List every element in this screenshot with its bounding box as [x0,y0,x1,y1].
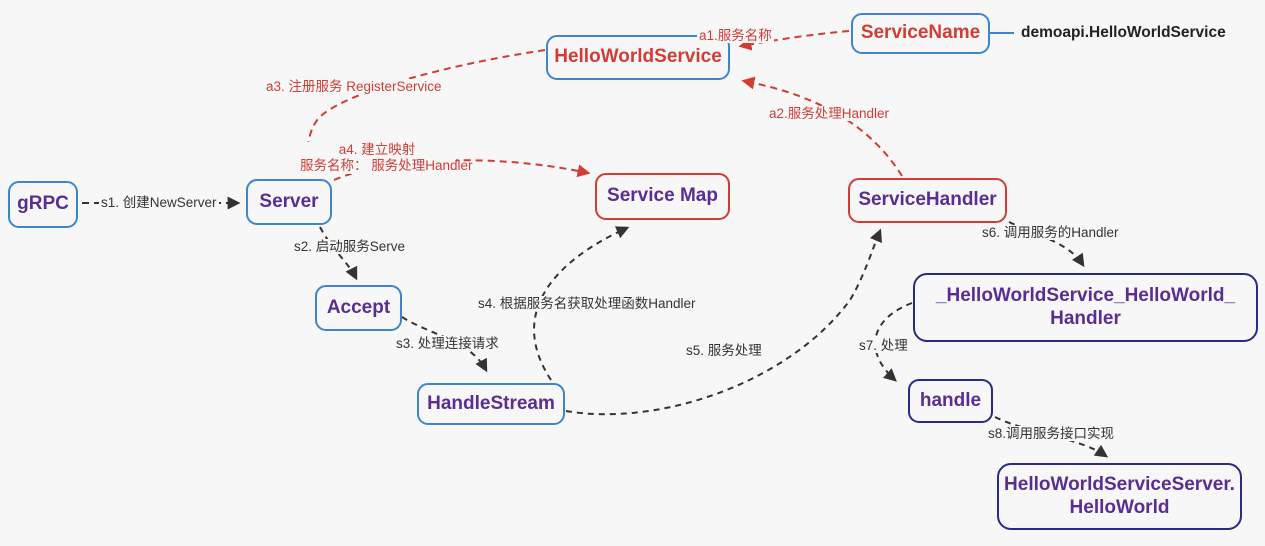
node-handlestream: HandleStream [417,383,565,425]
node-helloworldservice-label: HelloWorldService [554,46,722,68]
node-service-map: Service Map [595,173,730,220]
node-helloworldserviceserver-helloworld-label: HelloWorldServiceServer. HelloWorld [1004,473,1235,518]
edge-s3-label: s3. 处理连接请求 [394,336,501,351]
servicename-value-text: demoapi.HelloWorldService [1021,24,1226,41]
node-grpc-label: gRPC [17,193,69,215]
node-handle: handle [908,379,993,423]
node-server: Server [246,179,332,225]
node-accept: Accept [315,285,402,331]
node-servicehandler-label: ServiceHandler [858,189,997,211]
edge-s5-path [565,228,882,416]
edge-a1-label: a1.服务名称 [697,28,774,43]
edge-s6-path [1008,221,1085,268]
edge-a3-label: a3. 注册服务 RegisterService [264,79,444,94]
edge-s7-label: s7. 处理 [857,338,910,353]
edge-s8-label: s8.调用服务接口实现 [986,426,1117,441]
node-handlestream-label: HandleStream [427,392,555,414]
edge-s3-path [401,316,488,373]
edge-a2-path [741,76,903,177]
edge-s8-path [994,416,1109,458]
node-helloworld-handler-func-label: _HelloWorldService_HelloWorld_ Handler [935,284,1236,329]
edge-s4-label: s4. 根据服务名获取处理函数Handler [476,296,698,311]
node-helloworld-handler-func: _HelloWorldService_HelloWorld_ Handler [913,273,1258,342]
edge-s5-label: s5. 服务处理 [684,343,764,358]
edge-s7-path [874,302,913,382]
node-servicename: ServiceName [851,13,990,54]
node-grpc: gRPC [8,181,78,228]
node-service-map-label: Service Map [607,185,718,207]
edge-a1-path [738,30,850,51]
node-accept-label: Accept [326,296,391,318]
node-handle-label: handle [919,389,982,411]
edge-s2-label: s2. 启动服务Serve [292,239,408,254]
edge-s2-path [319,226,358,281]
edge-a4-label: a4. 建立映射 服务名称： 服务处理Handler [298,142,473,174]
edge-s1-label: s1. 创建NewServer [99,195,219,210]
node-servicename-label: ServiceName [860,22,981,44]
node-server-label: Server [259,190,319,212]
node-helloworldserviceserver-helloworld: HelloWorldServiceServer. HelloWorld [997,463,1242,530]
edge-s6-label: s6. 调用服务的Handler [980,225,1121,240]
edge-a2-label: a2.服务处理Handler [767,106,892,121]
node-servicehandler: ServiceHandler [848,178,1007,223]
edge-a3-path [300,49,546,171]
